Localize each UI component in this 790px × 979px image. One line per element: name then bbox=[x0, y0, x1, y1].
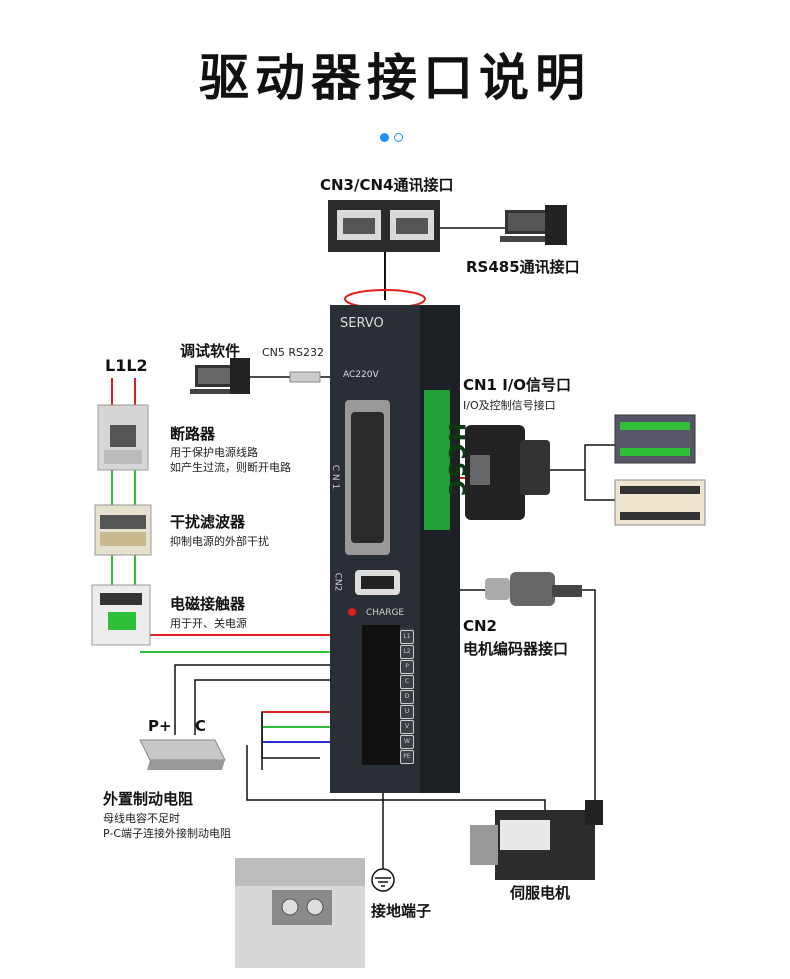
breaker-desc-2: 如产生过流，则断开电路 bbox=[170, 461, 291, 474]
power-in-label: L1L2 bbox=[105, 356, 148, 375]
encoder-plug bbox=[485, 572, 582, 606]
contactor-label: 电磁接触器 bbox=[170, 595, 246, 613]
debug-port-label: CN5 RS232 bbox=[262, 346, 325, 359]
pager-dot-active[interactable] bbox=[380, 133, 389, 142]
breaker-icon bbox=[97, 404, 149, 471]
resistor-label: 外置制动电阻 bbox=[103, 790, 194, 808]
terminal-w: W bbox=[400, 735, 414, 749]
terminal-p: P bbox=[400, 660, 414, 674]
brake-resistor-icon bbox=[139, 739, 226, 770]
contactor-desc: 用于开、关电源 bbox=[170, 617, 247, 630]
terminal-pe: PE bbox=[400, 750, 414, 764]
cn2-label: CN2 bbox=[463, 617, 497, 635]
breaker-label: 断路器 bbox=[170, 425, 216, 443]
cn1-connector bbox=[465, 425, 550, 520]
drive-cn1-label: C N 1 bbox=[330, 464, 341, 490]
rs485-label: RS485通讯接口 bbox=[466, 258, 580, 276]
servo-drive bbox=[330, 305, 460, 793]
page-title: 驱动器接口说明 bbox=[199, 49, 591, 107]
drive-model-label: SERVO bbox=[340, 316, 384, 331]
terminal-l2: L2 bbox=[400, 645, 414, 659]
breaker-desc-1: 用于保护电源线路 bbox=[170, 446, 258, 459]
resistor-desc-1: 母线电容不足时 bbox=[103, 812, 180, 825]
resistor-desc-2: P-C端子连接外接制动电阻 bbox=[103, 827, 232, 840]
filter-icon bbox=[94, 504, 152, 556]
resistor-terminal-p: P+ bbox=[148, 717, 172, 735]
cn1-desc: I/O及控制信号接口 bbox=[463, 399, 556, 412]
servo-motor-icon bbox=[470, 800, 603, 880]
cn2-desc-label: 电机编码器接口 bbox=[463, 640, 569, 658]
plc-board-icon bbox=[614, 414, 696, 464]
drive-charge-label: CHARGE bbox=[366, 608, 405, 618]
ground-terminal-photo bbox=[235, 858, 365, 968]
computer-icon bbox=[500, 205, 567, 245]
cn1-label: CN1 I/O信号口 bbox=[463, 376, 572, 394]
pager-dots[interactable] bbox=[380, 133, 406, 143]
drive-voltage-label: AC220V bbox=[343, 370, 379, 380]
terminal-v: V bbox=[400, 720, 414, 734]
terminal-d: D bbox=[400, 690, 414, 704]
contactor-icon bbox=[91, 584, 151, 646]
terminal-l1: L1 bbox=[400, 630, 414, 644]
filter-desc: 抑制电源的外部干扰 bbox=[170, 535, 269, 548]
top-connector-label: CN3/CN4通讯接口 bbox=[320, 176, 454, 194]
resistor-terminal-c: C bbox=[195, 717, 207, 735]
plc-controller-icon bbox=[614, 479, 706, 526]
debug-computer-icon bbox=[190, 358, 321, 394]
terminal-u: U bbox=[400, 705, 414, 719]
drive-cn2-label: CN2 bbox=[332, 572, 343, 592]
drive-brand-logo: HCSC bbox=[442, 423, 468, 498]
debug-label: 调试软件 bbox=[180, 342, 241, 360]
pager-dot[interactable] bbox=[394, 133, 403, 142]
terminal-c: C bbox=[400, 675, 414, 689]
ground-label: 接地端子 bbox=[371, 902, 432, 920]
rj45-connector bbox=[328, 200, 440, 252]
ground-icon bbox=[371, 868, 395, 892]
filter-label: 干扰滤波器 bbox=[170, 513, 246, 531]
motor-label: 伺服电机 bbox=[510, 884, 571, 902]
